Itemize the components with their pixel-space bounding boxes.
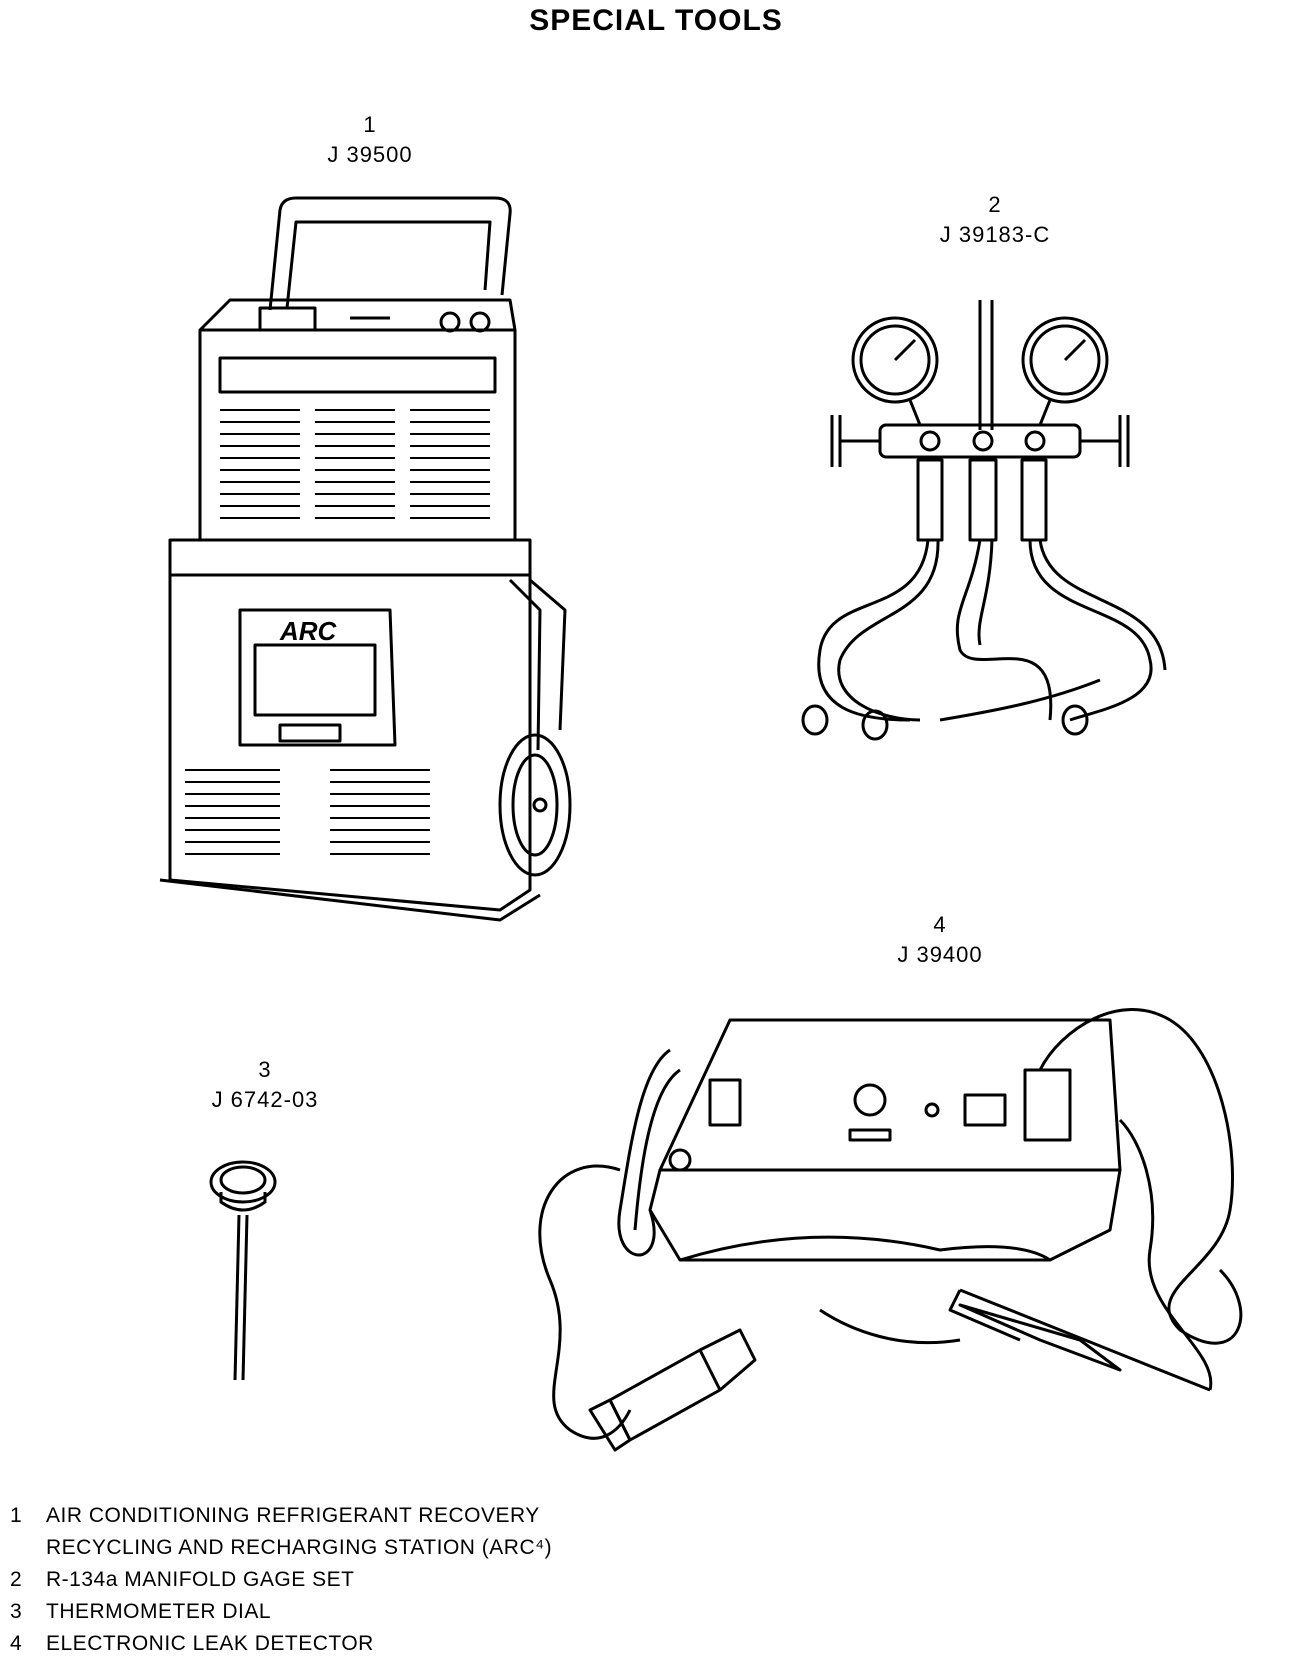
legend-number: 4 bbox=[10, 1632, 23, 1655]
legend-text: AIR CONDITIONING REFRIGERANT RECOVERY bbox=[46, 1504, 540, 1527]
part-number: J 39183-C bbox=[939, 222, 1051, 247]
part-number: J 6742-03 bbox=[211, 1087, 319, 1112]
legend-number: 3 bbox=[10, 1600, 23, 1623]
legend-item: 1 AIR CONDITIONING REFRIGERANT RECOVERY bbox=[10, 1500, 552, 1532]
callout-number: 2 bbox=[988, 192, 1002, 217]
legend-number: 2 bbox=[10, 1568, 23, 1591]
legend-text: THERMOMETER DIAL bbox=[46, 1600, 272, 1623]
callout-number: 1 bbox=[363, 112, 377, 137]
callout-tool-1: 1 J 39500 bbox=[310, 110, 430, 170]
legend-number: 1 bbox=[10, 1504, 23, 1527]
legend-item: 2 R-134a MANIFOLD GAGE SET bbox=[10, 1564, 552, 1596]
page-title: SPECIAL TOOLS bbox=[529, 4, 783, 37]
legend-item: 3 THERMOMETER DIAL bbox=[10, 1596, 552, 1628]
legend-item: 4 ELECTRONIC LEAK DETECTOR bbox=[10, 1628, 552, 1660]
legend-text: ELECTRONIC LEAK DETECTOR bbox=[46, 1632, 374, 1655]
callout-tool-4: 4 J 39400 bbox=[880, 910, 1000, 970]
callout-tool-3: 3 J 6742-03 bbox=[195, 1055, 335, 1115]
legend: 1 AIR CONDITIONING REFRIGERANT RECOVERY … bbox=[10, 1500, 552, 1660]
callout-tool-2: 2 J 39183-C bbox=[915, 190, 1075, 250]
callout-number: 4 bbox=[933, 912, 947, 937]
leak-detector-illustration bbox=[538, 1008, 1243, 1452]
manifold-gage-set-illustration bbox=[801, 300, 1167, 741]
legend-text: R-134a MANIFOLD GAGE SET bbox=[46, 1568, 355, 1591]
svg-text:ARC: ARC bbox=[279, 616, 338, 646]
thermometer-dial-illustration bbox=[209, 1160, 277, 1381]
part-number: J 39400 bbox=[897, 942, 983, 967]
part-number: J 39500 bbox=[327, 142, 413, 167]
callout-number: 3 bbox=[258, 1057, 272, 1082]
legend-item-continued: RECYCLING AND RECHARGING STATION (ARC⁴) bbox=[10, 1532, 552, 1564]
legend-text: RECYCLING AND RECHARGING STATION (ARC⁴) bbox=[46, 1536, 553, 1559]
recovery-station-illustration: ARC bbox=[159, 196, 572, 922]
